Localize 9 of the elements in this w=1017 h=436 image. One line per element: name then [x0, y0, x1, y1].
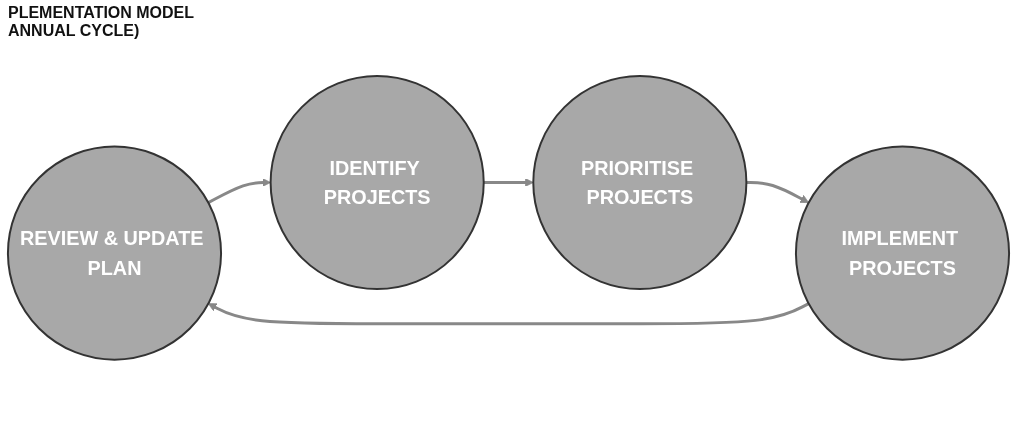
- node-circle: PRIORITISE PROJECTS: [532, 75, 748, 291]
- arrow: [483, 178, 534, 188]
- diagram-title: PLEMENTATION MODEL ANNUAL CYCLE): [8, 4, 195, 40]
- arrow: [746, 181, 810, 204]
- node-circle: REVIEW & UPDATE PLAN: [6, 145, 223, 361]
- arrow: [207, 178, 271, 205]
- node-circle: IDENTIFY PROJECTS: [269, 75, 485, 291]
- node-circle: IMPLEMENT PROJECTS: [794, 145, 1011, 361]
- arrow: [207, 302, 810, 326]
